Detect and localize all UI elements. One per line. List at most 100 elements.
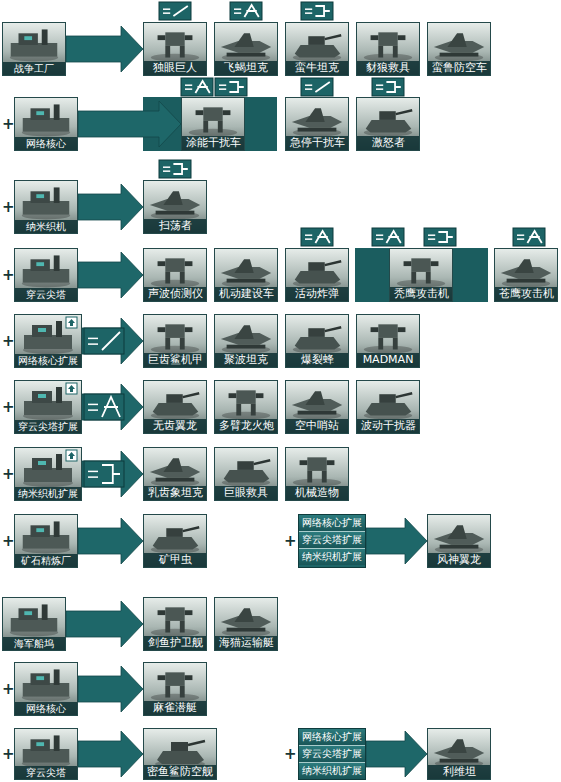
requirement-icon [513, 228, 545, 246]
unit-picture [357, 23, 419, 63]
requirement-name: 穿云尖塔扩展 [302, 532, 362, 548]
caption-strip: 海猫运输艇 [215, 636, 277, 650]
requirement-icon [301, 2, 333, 20]
unit-picture [286, 381, 348, 421]
flow-arrow [82, 451, 143, 497]
unit-name: 聚波坦克 [224, 353, 268, 367]
plus-sign: + [2, 197, 14, 217]
requirement-icon [372, 228, 404, 246]
flow-arrow [78, 252, 143, 298]
plus-sign: + [2, 114, 14, 134]
building-name: 穿云尖塔 [26, 288, 66, 301]
requirement-icon [84, 461, 124, 487]
unit-card: 飞蝎坦克 [214, 22, 278, 76]
unit-name: 活动炸弹 [295, 287, 339, 301]
building-name: 网络核心 [26, 137, 66, 150]
unit-name: 豺狼救具 [366, 61, 410, 75]
list-row: 网络核心扩展 [299, 729, 365, 745]
caption-strip: 豺狼救具 [357, 61, 419, 75]
unit-card: 波动干扰器 [356, 380, 420, 434]
list-row: 穿云尖塔扩展 [299, 531, 365, 548]
building-card: 海军船坞 [2, 597, 66, 651]
caption-strip: 蛮鲁防空车 [428, 61, 490, 75]
caption-strip: 巨齿鲨机甲 [144, 353, 206, 367]
unit-name: 密鱼鲨防空舰 [147, 765, 213, 779]
building-card: 网络核心 [14, 662, 78, 716]
building-name: 穿云尖塔 [26, 766, 66, 779]
unit-name: 声波侦测仪 [148, 287, 203, 301]
unit-name: 多臂龙火炮 [219, 419, 274, 433]
list-row: 穿云尖塔扩展 [299, 745, 365, 762]
caption-strip: 激怒者 [357, 136, 419, 150]
caption-strip: 机动建设车 [215, 287, 277, 301]
unit-name: 秃鹰攻击机 [394, 287, 449, 301]
unit-picture [286, 249, 348, 289]
building-card: 纳米织机 [14, 180, 78, 234]
flow-arrow [78, 101, 181, 147]
unit-picture [428, 515, 490, 555]
caption-strip: 爆裂蜂 [286, 353, 348, 367]
caption-strip: 海军船坞 [3, 637, 65, 650]
caption-strip: 战争工厂 [3, 62, 65, 75]
plus-sign: + [2, 331, 14, 351]
unit-name: 独眼巨人 [153, 61, 197, 75]
requirement-name: 纳米织机扩展 [302, 549, 362, 565]
caption-strip: 波动干扰器 [357, 419, 419, 433]
unit-card: 机械造物 [285, 447, 349, 501]
requirement-icon [215, 78, 247, 96]
building-card: 网络核心 [14, 97, 78, 151]
unit-name: 涂能干扰车 [186, 136, 241, 150]
flow-arrow [66, 601, 143, 647]
flow-arrow [78, 731, 143, 777]
unit-name: 海猫运输艇 [219, 636, 274, 650]
unit-card: 秃鹰攻击机 [389, 248, 453, 302]
building-picture [15, 181, 77, 221]
unit-picture [286, 315, 348, 355]
list-row: 网络核心扩展 [299, 515, 365, 531]
plus-sign: + [2, 397, 14, 417]
building-name: 网络核心扩展 [18, 354, 78, 367]
unit-name: 蛮牛坦克 [295, 61, 339, 75]
unit-card: 豺狼救具 [356, 22, 420, 76]
building-name: 穿云尖塔扩展 [18, 420, 78, 433]
caption-strip: 网络核心 [15, 702, 77, 715]
unit-name: 飞蝎坦克 [224, 61, 268, 75]
requirement-icon [230, 2, 262, 20]
unit-card: 机动建设车 [214, 248, 278, 302]
building-picture [15, 448, 81, 488]
building-picture [15, 249, 77, 289]
list-row: 纳米织机扩展 [299, 548, 365, 565]
unit-card: 风神翼龙 [427, 514, 491, 568]
unit-picture [286, 98, 348, 138]
unit-panel [355, 248, 488, 302]
caption-strip: 急停干扰车 [286, 136, 348, 150]
caption-strip: 穿云尖塔扩展 [15, 420, 81, 433]
building-card: 穿云尖塔扩展 [14, 380, 82, 434]
unit-card: 无齿翼龙 [143, 380, 207, 434]
building-card: 网络核心扩展 [14, 314, 82, 368]
unit-card: 巨齿鲨机甲 [143, 314, 207, 368]
caption-strip: 机械造物 [286, 486, 348, 500]
building-card: 穿云尖塔 [14, 248, 78, 302]
unit-name: 巨齿鲨机甲 [148, 353, 203, 367]
unit-name: 扫荡者 [159, 219, 192, 233]
caption-strip: 穿云尖塔 [15, 288, 77, 301]
unit-card: 海猫运输艇 [214, 597, 278, 651]
unit-card: 空中哨站 [285, 380, 349, 434]
unit-card: 乳齿象坦克 [143, 447, 207, 501]
unit-picture [215, 315, 277, 355]
caption-strip: MADMAN [357, 353, 419, 367]
unit-name: 无齿翼龙 [153, 419, 197, 433]
building-picture [3, 23, 65, 63]
unit-picture [357, 381, 419, 421]
plus-sign: + [284, 531, 296, 551]
building-picture [15, 381, 81, 421]
unit-card: 多臂龙火炮 [214, 380, 278, 434]
unit-card: 麻雀潜艇 [143, 662, 207, 716]
caption-strip: 聚波坦克 [215, 353, 277, 367]
building-card: 矿石精炼厂 [14, 514, 78, 568]
unit-card: 矿甲虫 [143, 514, 207, 568]
flow-arrow [78, 666, 143, 712]
flow-arrow [366, 518, 427, 564]
